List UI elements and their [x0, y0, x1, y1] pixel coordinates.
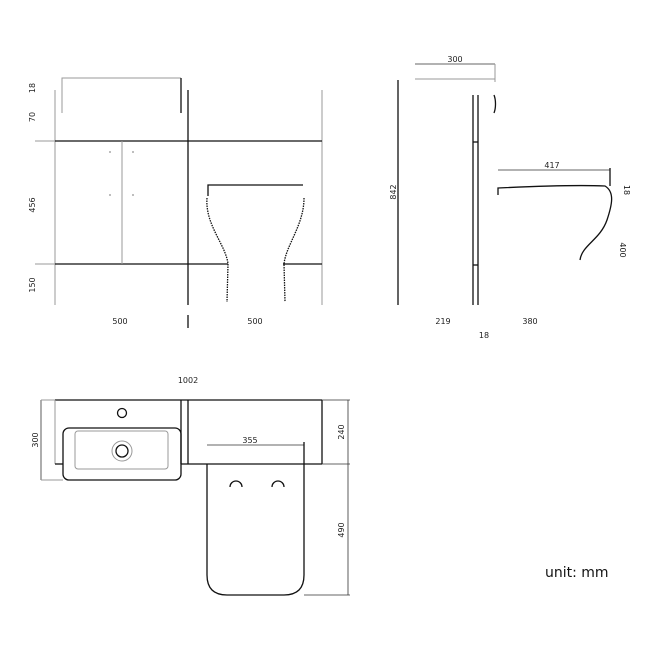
dim-basin-depth: 300 [31, 432, 40, 447]
pan-plan [206, 464, 305, 596]
dim-basin-width: 500 [112, 317, 127, 326]
dim-wc-width: 500 [247, 317, 262, 326]
dim-total-width: 1002 [178, 376, 198, 385]
dim-pan-depth: 380 [522, 317, 537, 326]
pan-side-profile [497, 184, 613, 261]
basin-bowl [74, 430, 169, 470]
tap-hole [116, 407, 128, 419]
dim-upper: 70 [28, 112, 37, 122]
toilet-right-curve [283, 197, 305, 303]
dim-panel: 18 [479, 331, 489, 340]
waste-inner [115, 444, 129, 458]
dim-pan-length: 490 [337, 522, 346, 537]
dim-top-panel: 18 [28, 83, 37, 93]
side-view: 300 842 417 18 400 219 380 18 [389, 55, 631, 340]
unit-label: unit: mm [545, 565, 609, 581]
mirror-side [493, 94, 497, 114]
toilet-top [207, 184, 303, 196]
dim-depth: 300 [447, 55, 462, 64]
plan-view: 1002 355 300 240 490 [31, 376, 350, 596]
dim-unit-depth: 219 [435, 317, 450, 326]
dim-height: 842 [389, 184, 398, 199]
mirror-outline [61, 77, 181, 113]
dim-pan-width: 355 [242, 436, 257, 445]
dim-pan-height: 400 [618, 242, 627, 257]
dim-middle: 456 [28, 197, 37, 212]
door-knobs [109, 151, 134, 196]
basin-outer [62, 427, 182, 481]
dim-pan-projection: 417 [544, 161, 559, 170]
seat-holes [229, 480, 285, 488]
front-view: 18 70 456 150 500 500 [28, 77, 323, 328]
dim-lower: 150 [28, 277, 37, 292]
toilet-left-curve [206, 197, 229, 303]
dim-pan-thickness: 18 [622, 185, 631, 195]
waste-outer [111, 440, 133, 462]
dim-unit-depth-plan: 240 [337, 424, 346, 439]
